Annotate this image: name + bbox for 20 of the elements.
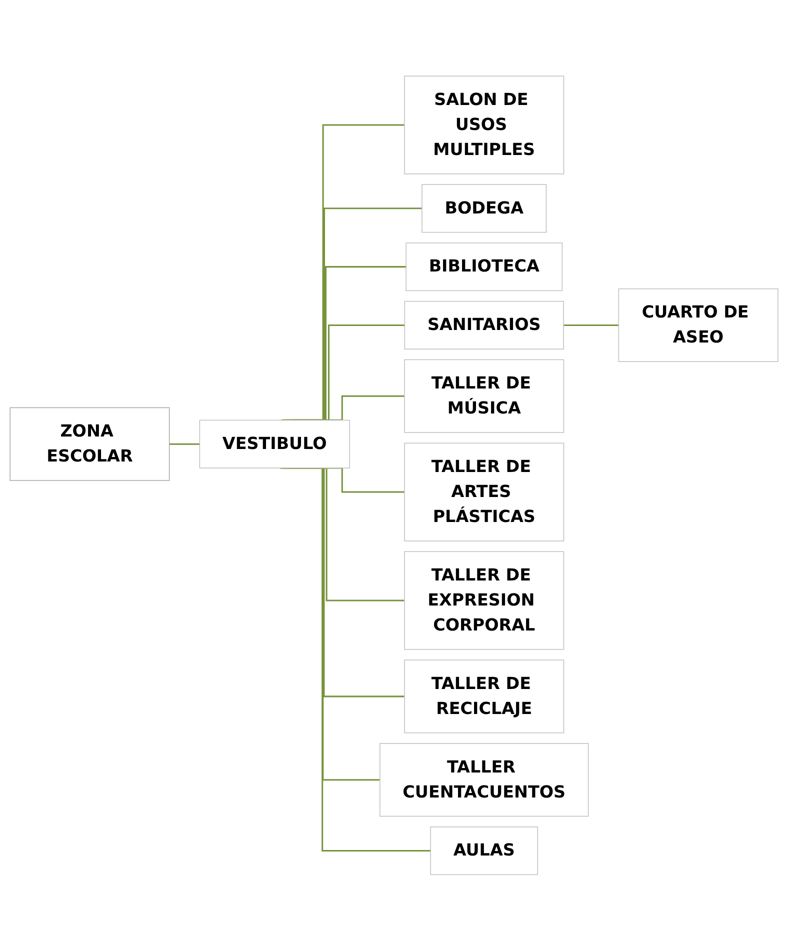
node-box: AULAS (430, 826, 538, 876)
node-box: BIBLIOTECA (406, 242, 563, 292)
node-box: CUARTO DE ASEO (618, 288, 778, 362)
node-box: TALLER DE MÚSICA (404, 359, 564, 434)
node-box: TALLER DE RECICLAJE (404, 660, 564, 734)
connector (564, 324, 619, 326)
node-box: TALLER DE EXPRESION CORPORAL (404, 551, 564, 650)
connector (284, 208, 422, 422)
node-box: ZONA ESCOLAR (10, 407, 170, 481)
node-box: SANITARIOS (404, 301, 564, 350)
node-box: TALLER CUENTACUENTOS (380, 743, 589, 817)
node-box: BODEGA (422, 184, 547, 233)
node-box: VESTIBULO (199, 420, 350, 468)
connector (320, 395, 404, 422)
connector (169, 443, 200, 445)
connector (281, 124, 404, 422)
node-box: TALLER DE ARTES PLÁSTICAS (404, 442, 564, 542)
connector (286, 266, 406, 422)
node-box: SALON DE USOS MULTIPLES (404, 76, 564, 174)
connector (292, 324, 405, 422)
